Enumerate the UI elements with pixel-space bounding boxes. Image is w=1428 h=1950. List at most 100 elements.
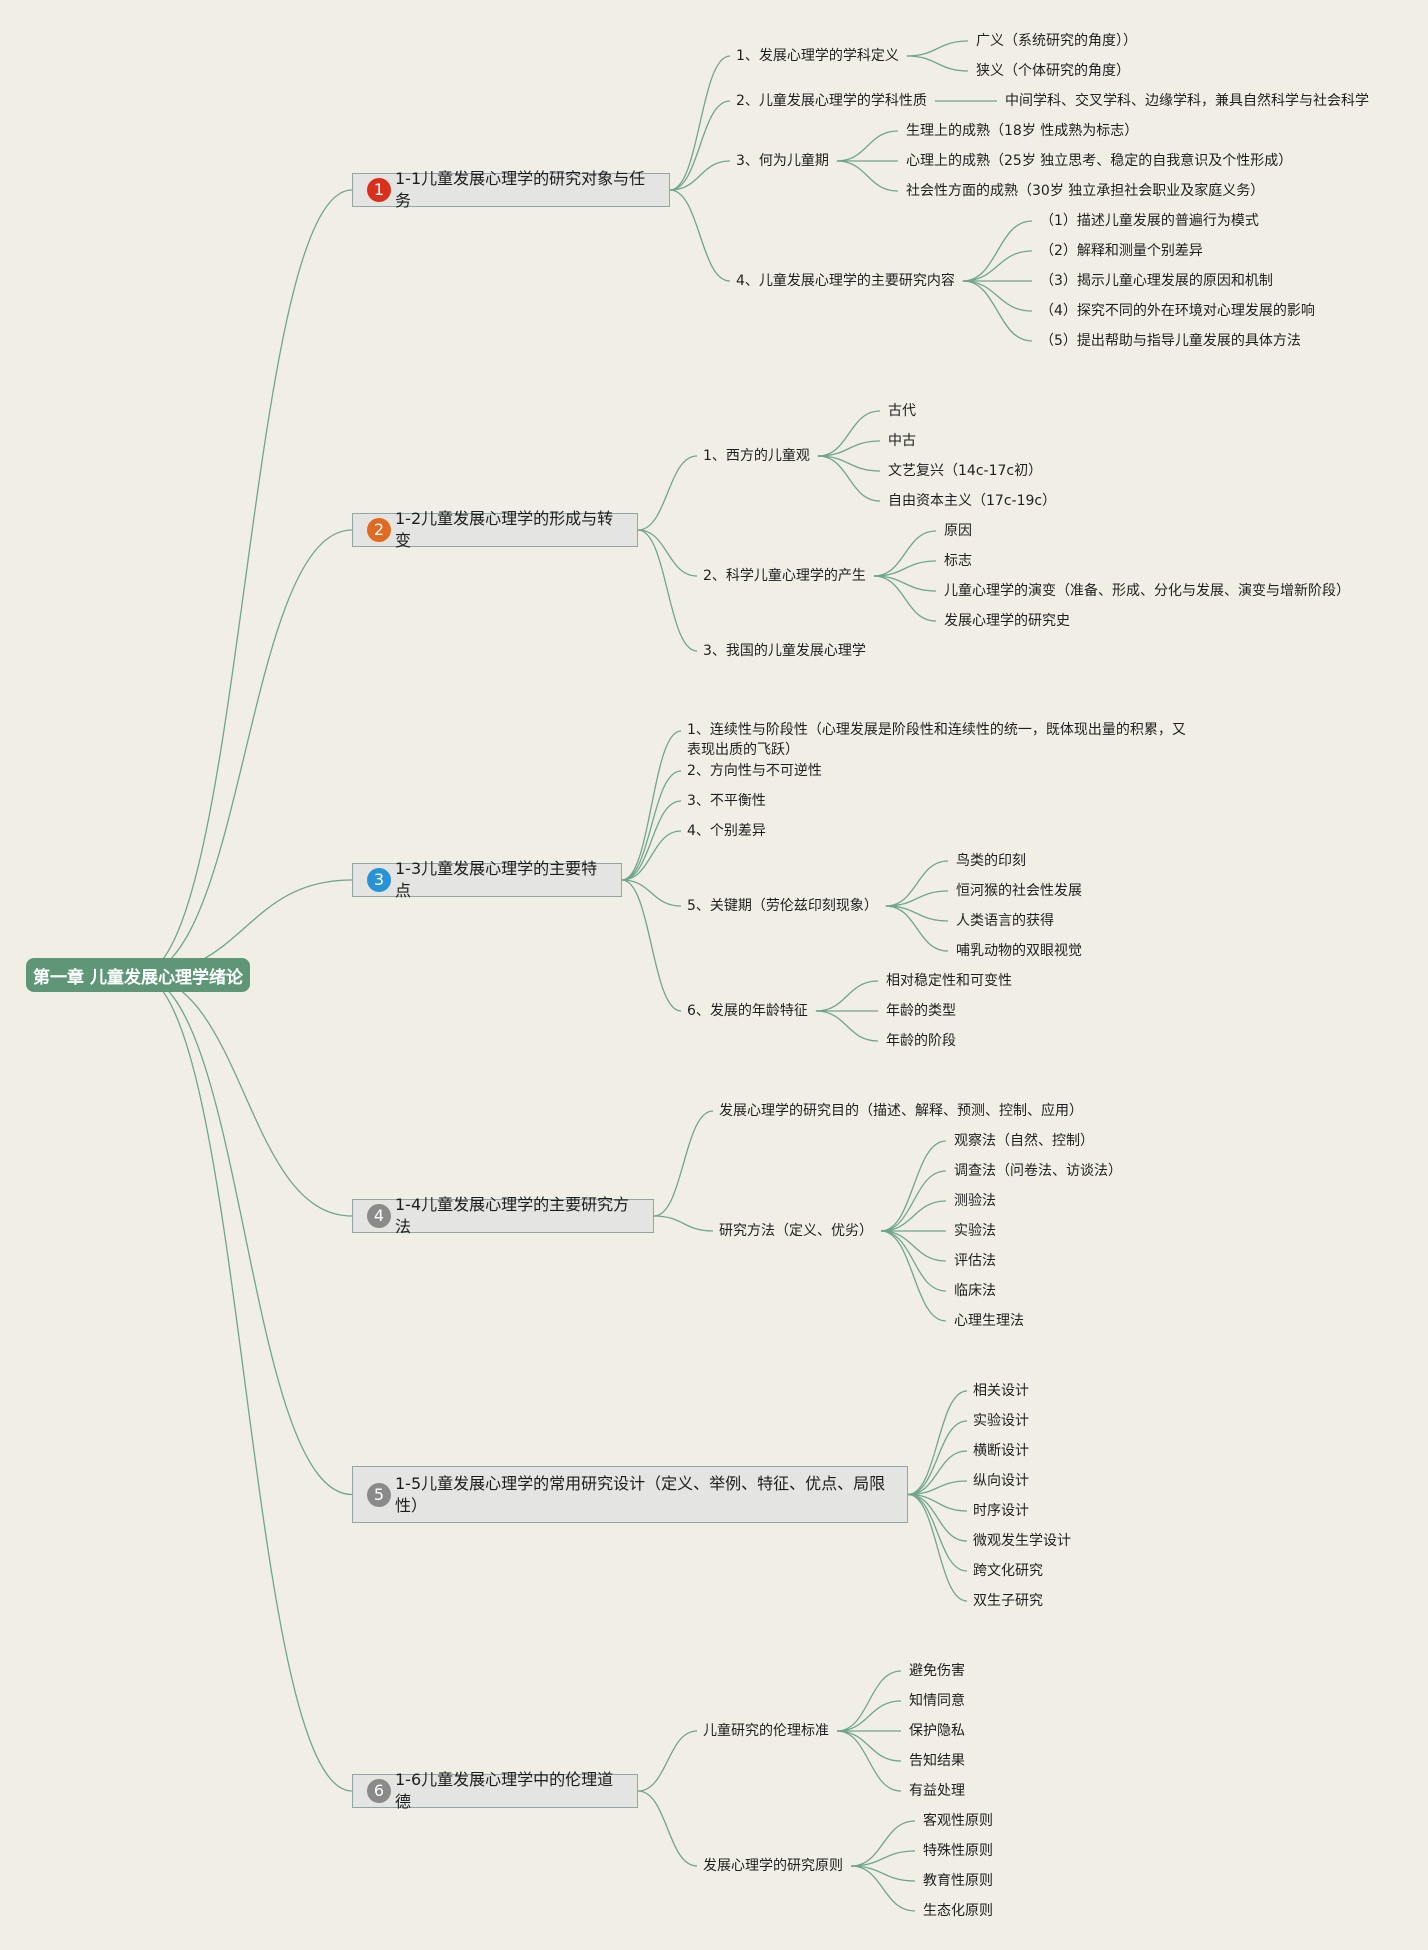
leaf-item[interactable]: 广义（系统研究的角度））	[976, 33, 1137, 49]
edge-item-to-leaf	[817, 455, 881, 502]
subtopic-item[interactable]: 时序设计	[973, 1503, 1029, 1519]
edge-item-to-leaf	[836, 1730, 902, 1792]
leaf-item[interactable]: 临床法	[954, 1283, 996, 1299]
edge-item-to-leaf	[962, 250, 1033, 282]
leaf-item[interactable]: 古代	[888, 403, 916, 419]
edge-root-to-section	[137, 974, 353, 1792]
subtopic-item[interactable]: 儿童研究的伦理标准	[703, 1723, 829, 1739]
leaf-item[interactable]: （3）揭示儿童心理发展的原因和机制	[1040, 273, 1273, 289]
subtopic-item[interactable]: 跨文化研究	[973, 1563, 1043, 1579]
root-topic[interactable]: 第一章 儿童发展心理学绪论	[26, 958, 250, 992]
leaf-item[interactable]: （1）描述儿童发展的普遍行为模式	[1040, 213, 1259, 229]
edge-section-to-item	[621, 730, 682, 881]
leaf-item[interactable]: 相对稳定性和可变性	[886, 973, 1012, 989]
subtopic-item[interactable]: 4、儿童发展心理学的主要研究内容	[736, 273, 955, 289]
leaf-item[interactable]: 年龄的阶段	[886, 1033, 956, 1049]
subtopic-item[interactable]: 纵向设计	[973, 1473, 1029, 1489]
edge-section-to-item	[907, 1450, 968, 1496]
subtopic-item[interactable]: 发展心理学的研究目的（描述、解释、预测、控制、应用）	[719, 1103, 1083, 1119]
subtopic-item[interactable]: 3、我国的儿童发展心理学	[703, 643, 866, 659]
edge-item-to-leaf	[815, 1010, 879, 1042]
subtopic-item[interactable]: 实验设计	[973, 1413, 1029, 1429]
leaf-item[interactable]: 原因	[944, 523, 972, 539]
subtopic-item[interactable]: 研究方法（定义、优劣）	[719, 1223, 873, 1239]
leaf-item[interactable]: 年龄的类型	[886, 1003, 956, 1019]
leaf-item[interactable]: 儿童心理学的演变（准备、形成、分化与发展、演变与增新阶段）	[944, 583, 1350, 599]
leaf-item[interactable]: 心理上的成熟（25岁 独立思考、稳定的自我意识及个性形成）	[906, 153, 1293, 169]
leaf-item[interactable]: 调查法（问卷法、访谈法）	[954, 1163, 1122, 1179]
leaf-item[interactable]: （5）提出帮助与指导儿童发展的具体方法	[1040, 333, 1301, 349]
edge-item-to-leaf	[836, 1700, 902, 1732]
edge-item-to-leaf	[885, 905, 949, 952]
edge-item-to-leaf	[836, 130, 899, 162]
leaf-item[interactable]: 哺乳动物的双眼视觉	[956, 943, 1082, 959]
subtopic-item[interactable]: 微观发生学设计	[973, 1533, 1071, 1549]
leaf-item[interactable]: 生态化原则	[923, 1903, 993, 1919]
leaf-item[interactable]: 恒河猴的社会性发展	[956, 883, 1082, 899]
subtopic-item[interactable]: 横断设计	[973, 1443, 1029, 1459]
leaf-item[interactable]: 中古	[888, 433, 916, 449]
subtopic-item[interactable]: 3、何为儿童期	[736, 153, 829, 169]
subtopic-item[interactable]: 发展心理学的研究原则	[703, 1858, 843, 1874]
leaf-item[interactable]: 避免伤害	[909, 1663, 965, 1679]
edge-section-to-item	[907, 1493, 968, 1572]
edge-item-to-leaf	[817, 410, 881, 457]
leaf-item[interactable]: 发展心理学的研究史	[944, 613, 1070, 629]
leaf-item[interactable]: 教育性原则	[923, 1873, 993, 1889]
leaf-item[interactable]: 标志	[944, 553, 972, 569]
section-title: 1-1儿童发展心理学的研究对象与任务	[395, 169, 646, 210]
subtopic-item[interactable]: 相关设计	[973, 1383, 1029, 1399]
subtopic-item[interactable]: 5、关键期（劳伦兹印刻现象）	[687, 898, 878, 914]
edge-root-to-section	[137, 189, 353, 976]
leaf-item[interactable]: 文艺复兴（14c-17c初）	[888, 463, 1043, 479]
subtopic-item[interactable]: 2、方向性与不可逆性	[687, 763, 822, 779]
leaf-item[interactable]: 自由资本主义（17c-19c）	[888, 493, 1057, 509]
leaf-item[interactable]: 实验法	[954, 1223, 996, 1239]
section-number-badge: 4	[367, 1204, 391, 1228]
edge-item-to-leaf	[873, 530, 937, 577]
subtopic-item[interactable]: 4、个别差异	[687, 823, 766, 839]
leaf-item[interactable]: 观察法（自然、控制）	[954, 1133, 1094, 1149]
edge-item-to-leaf	[817, 440, 881, 457]
subtopic-item[interactable]: 1、西方的儿童观	[703, 448, 810, 464]
edge-section-to-item	[907, 1493, 968, 1602]
leaf-item[interactable]: 知情同意	[909, 1693, 965, 1709]
leaf-item[interactable]: 狭义（个体研究的角度）	[976, 63, 1130, 79]
section-number-badge: 5	[367, 1482, 391, 1507]
leaf-item[interactable]: 告知结果	[909, 1753, 965, 1769]
edge-section-to-item	[637, 529, 698, 577]
edge-section-to-item	[621, 879, 682, 1012]
subtopic-item[interactable]: 1、连续性与阶段性（心理发展是阶段性和连续性的统一，既体现出量的积累，又表现出质…	[687, 722, 1186, 758]
leaf-item[interactable]: 评估法	[954, 1253, 996, 1269]
subtopic-item[interactable]: 双生子研究	[973, 1593, 1043, 1609]
edge-item-to-leaf	[880, 1230, 947, 1262]
leaf-item[interactable]: 生理上的成熟（18岁 性成熟为标志）	[906, 123, 1139, 139]
subtopic-item[interactable]: 3、不平衡性	[687, 793, 766, 809]
edge-section-to-item	[637, 1790, 698, 1867]
section-title: 1-4儿童发展心理学的主要研究方法	[395, 1195, 630, 1236]
leaf-item[interactable]: 客观性原则	[923, 1813, 993, 1829]
leaf-item[interactable]: 心理生理法	[954, 1313, 1024, 1329]
subtopic-item[interactable]: 6、发展的年龄特征	[687, 1003, 808, 1019]
subtopic-item[interactable]: 2、科学儿童心理学的产生	[703, 568, 866, 584]
leaf-item[interactable]: 人类语言的获得	[956, 913, 1054, 929]
leaf-item[interactable]: 社会性方面的成熟（30岁 独立承担社会职业及家庭义务）	[906, 183, 1265, 199]
edge-item-to-leaf	[880, 1170, 947, 1232]
leaf-item[interactable]: 鸟类的印刻	[956, 853, 1026, 869]
leaf-item[interactable]: 测验法	[954, 1193, 996, 1209]
leaf-item[interactable]: 保护隐私	[909, 1723, 965, 1739]
leaf-item[interactable]: （2）解释和测量个别差异	[1040, 243, 1203, 259]
leaf-item[interactable]: 特殊性原则	[923, 1843, 993, 1859]
edge-item-to-leaf	[885, 860, 949, 907]
leaf-item[interactable]: 中间学科、交叉学科、边缘学科，兼具自然科学与社会科学	[1005, 93, 1369, 109]
leaf-item[interactable]: （4）探究不同的外在环境对心理发展的影响	[1040, 303, 1315, 319]
subtopic-item[interactable]: 2、儿童发展心理学的学科性质	[736, 93, 927, 109]
subtopic-item[interactable]: 1、发展心理学的学科定义	[736, 48, 899, 64]
leaf-item[interactable]: 有益处理	[909, 1783, 965, 1799]
